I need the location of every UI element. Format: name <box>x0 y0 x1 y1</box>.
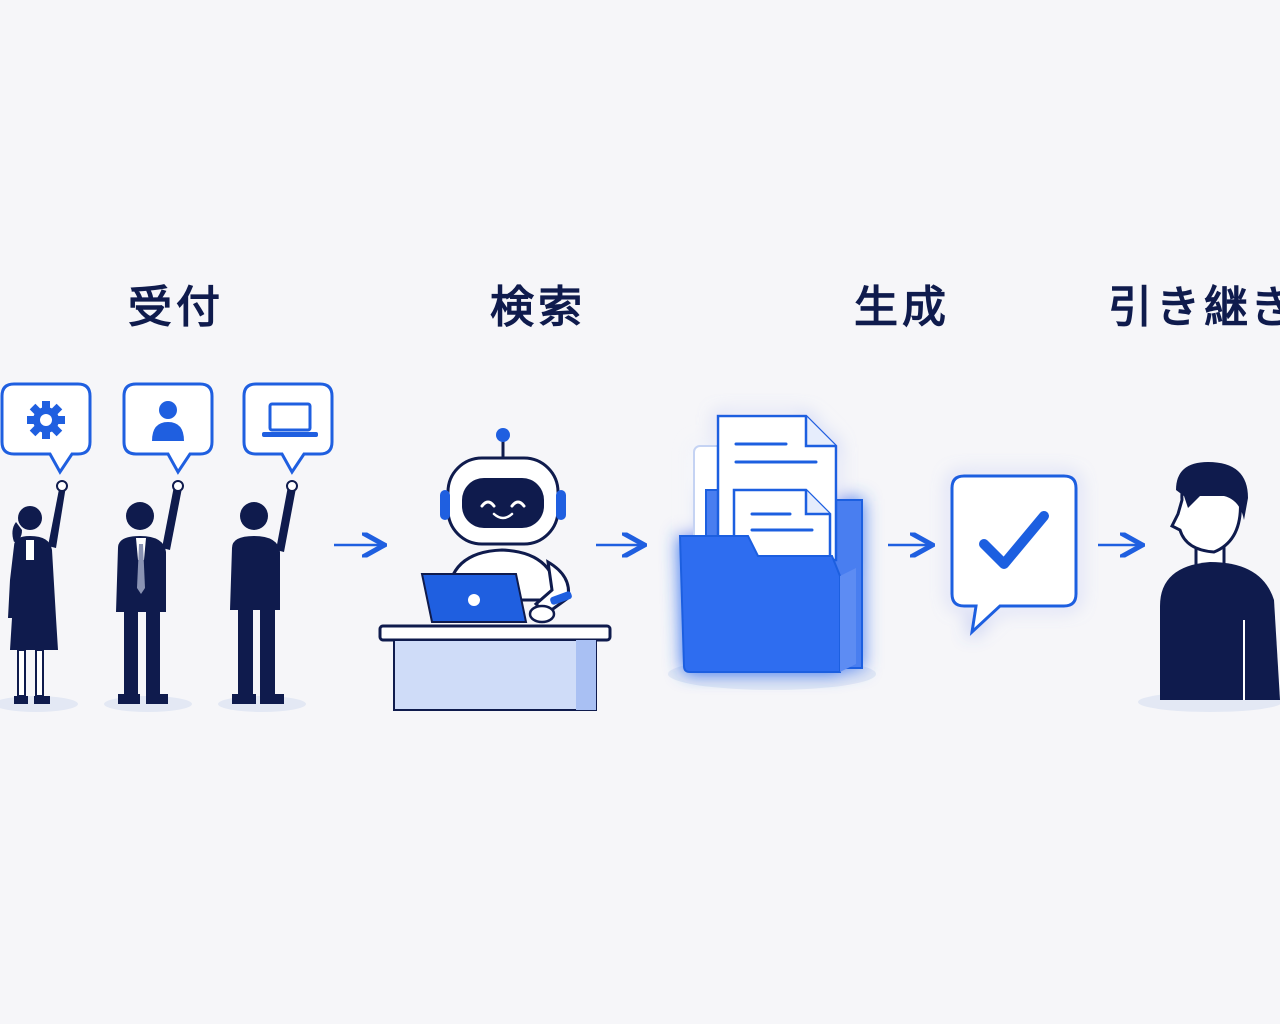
laptop-icon <box>420 573 528 623</box>
person-icon <box>116 480 184 704</box>
checkmark-icon <box>979 511 1049 569</box>
robot-icon <box>440 428 572 624</box>
gear-icon <box>27 401 65 439</box>
desk <box>378 624 612 711</box>
reception-group <box>0 382 334 712</box>
step-label-generate: 生成 <box>854 282 950 333</box>
speech-bubble-user <box>122 382 214 475</box>
person-icon <box>8 480 68 704</box>
checkmark-bubble <box>950 474 1078 637</box>
folder-group <box>668 414 876 690</box>
user-icon <box>152 401 184 441</box>
step-label-reception: 受付 <box>128 282 224 333</box>
person-icon <box>230 480 298 704</box>
step-label-handover: 引き継ぎ <box>1108 282 1280 333</box>
person-icon <box>1138 462 1280 712</box>
folder-icon <box>678 535 856 673</box>
laptop-icon <box>262 402 318 437</box>
speech-bubble-gear <box>0 382 92 475</box>
step-label-search: 検索 <box>490 282 586 333</box>
speech-bubble-laptop <box>242 382 334 475</box>
